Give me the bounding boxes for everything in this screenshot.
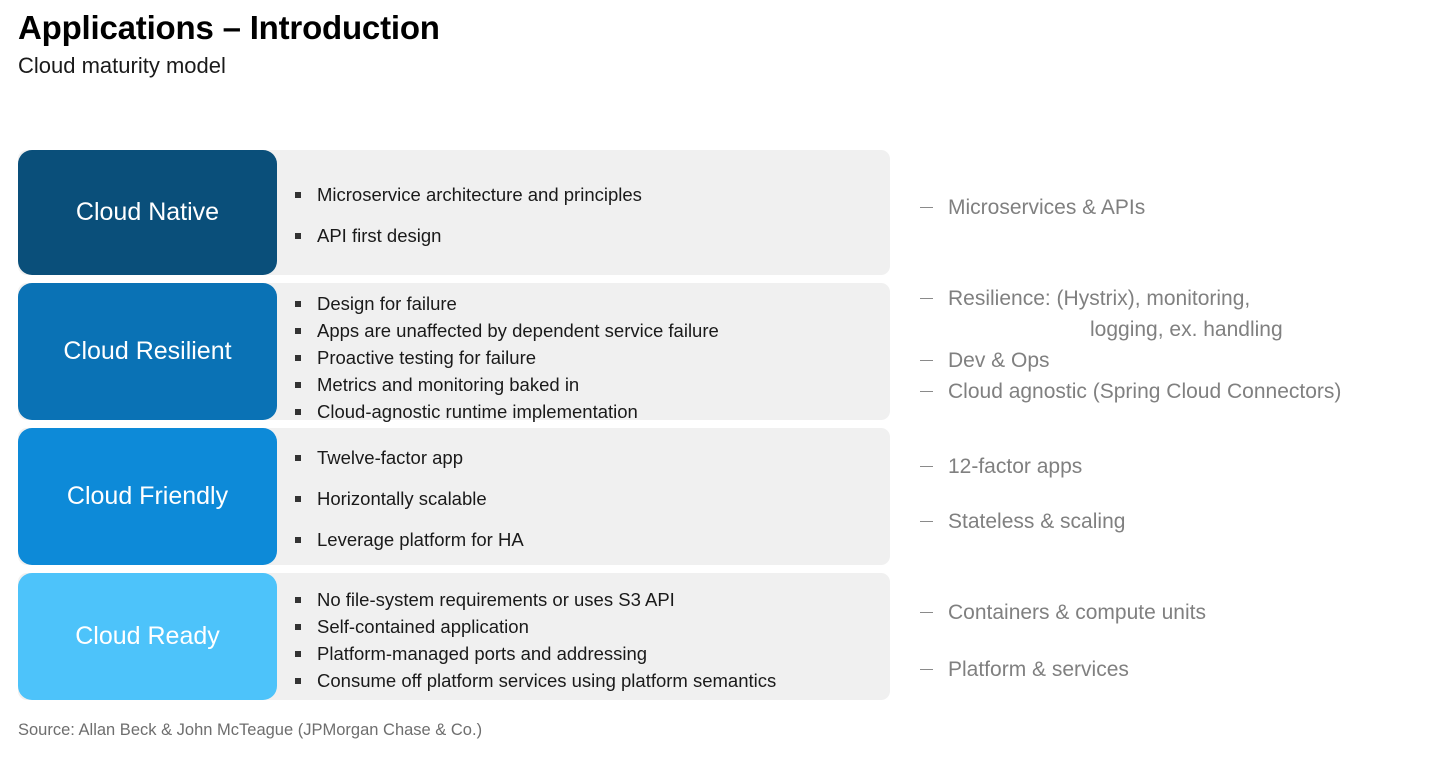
list-item: No file-system requirements or uses S3 A…: [295, 586, 776, 613]
list-item-label: Twelve-factor app: [317, 447, 464, 468]
annotation-item: Platform & services: [920, 654, 1206, 685]
square-bullet-icon: [295, 596, 301, 603]
slide-header: Applications – Introduction Cloud maturi…: [18, 9, 918, 79]
stage-label: Cloud Native: [75, 198, 220, 226]
list-item-label: Microservice architecture and principles: [317, 184, 642, 205]
stage-label: Cloud Friendly: [66, 482, 229, 510]
square-bullet-icon: [295, 354, 301, 361]
list-item: Twelve-factor app: [295, 437, 524, 478]
stage-box-cloud-native[interactable]: Cloud Native: [18, 150, 277, 275]
annotation-label: Containers & compute units: [948, 601, 1206, 624]
list-item: Horizontally scalable: [295, 478, 524, 519]
square-bullet-icon: [295, 677, 301, 684]
annotation-group: Containers & compute units Platform & se…: [920, 597, 1206, 685]
list-item: Proactive testing for failure: [295, 344, 719, 371]
annotation-item: Dev & Ops: [920, 345, 1341, 376]
annotation-label: Microservices & APIs: [948, 196, 1146, 219]
bullet-list: Design for failure Apps are unaffected b…: [295, 290, 719, 425]
dash-icon: [920, 520, 933, 523]
stage-box-cloud-ready[interactable]: Cloud Ready: [18, 573, 277, 700]
dash-icon: [920, 206, 933, 209]
list-item-label: Self-contained application: [317, 616, 529, 637]
list-item-label: Proactive testing for failure: [317, 347, 537, 368]
list-item-label: No file-system requirements or uses S3 A…: [317, 589, 675, 610]
list-item-label: Platform-managed ports and addressing: [317, 643, 648, 664]
square-bullet-icon: [295, 232, 301, 239]
dash-icon: [920, 668, 933, 671]
list-item: Self-contained application: [295, 613, 776, 640]
source-note: Source: Allan Beck & John McTeague (JPMo…: [18, 721, 483, 739]
annotation-item: Microservices & APIs: [920, 192, 1145, 223]
stage-box-cloud-friendly[interactable]: Cloud Friendly: [18, 428, 277, 565]
square-bullet-icon: [295, 454, 301, 461]
annotation-continuation: logging, ex. handling: [1090, 318, 1283, 341]
annotation-item: Containers & compute units: [920, 597, 1206, 628]
annotation-label: 12-factor apps: [948, 455, 1083, 478]
bullet-list: No file-system requirements or uses S3 A…: [295, 586, 776, 694]
list-item: Leverage platform for HA: [295, 519, 524, 560]
annotation-label: Resilience: (Hystrix), monitoring,: [948, 287, 1251, 310]
annotation-label: Platform & services: [948, 658, 1129, 681]
list-item: Design for failure: [295, 290, 719, 317]
list-item-label: API first design: [317, 225, 442, 246]
list-item-label: Apps are unaffected by dependent service…: [317, 320, 719, 341]
annotation-item: Resilience: (Hystrix), monitoring,: [920, 283, 1341, 314]
annotation-group: 12-factor apps Stateless & scaling: [920, 451, 1125, 537]
square-bullet-icon: [295, 650, 301, 657]
annotation-label: Stateless & scaling: [948, 510, 1126, 533]
annotation-item: Cloud agnostic (Spring Cloud Connectors): [920, 376, 1341, 407]
dash-icon: [920, 465, 933, 468]
list-item-label: Consume off platform services using plat…: [317, 670, 777, 691]
dash-icon: [920, 359, 933, 362]
stage-label: Cloud Ready: [75, 622, 220, 650]
page-subtitle: Cloud maturity model: [18, 52, 226, 78]
stage-label: Cloud Resilient: [63, 337, 232, 365]
dash-icon: [920, 297, 933, 300]
square-bullet-icon: [295, 536, 301, 543]
square-bullet-icon: [295, 495, 301, 502]
square-bullet-icon: [295, 408, 301, 415]
list-item: API first design: [295, 215, 642, 256]
list-item-label: Metrics and monitoring baked in: [317, 374, 580, 395]
dash-icon: [920, 611, 933, 614]
annotation-item: Stateless & scaling: [920, 506, 1125, 537]
dash-icon: [920, 390, 933, 393]
page-title: Applications – Introduction: [18, 9, 440, 46]
list-item-label: Horizontally scalable: [317, 488, 487, 509]
square-bullet-icon: [295, 191, 301, 198]
square-bullet-icon: [295, 327, 301, 334]
bullet-list: Microservice architecture and principles…: [295, 174, 642, 256]
list-item: Platform-managed ports and addressing: [295, 640, 776, 667]
annotation-label: Dev & Ops: [948, 349, 1050, 372]
square-bullet-icon: [295, 623, 301, 630]
list-item-label: Design for failure: [317, 293, 457, 314]
annotation-group: Resilience: (Hystrix), monitoring, loggi…: [920, 283, 1341, 407]
list-item: Microservice architecture and principles: [295, 174, 642, 215]
square-bullet-icon: [295, 381, 301, 388]
bullet-list: Twelve-factor app Horizontally scalable …: [295, 437, 524, 560]
annotation-group: Microservices & APIs: [920, 192, 1145, 223]
annotation-item: 12-factor apps: [920, 451, 1125, 482]
stage-box-cloud-resilient[interactable]: Cloud Resilient: [18, 283, 277, 420]
list-item: Apps are unaffected by dependent service…: [295, 317, 719, 344]
annotation-label: Cloud agnostic (Spring Cloud Connectors): [948, 380, 1342, 403]
list-item: Consume off platform services using plat…: [295, 667, 776, 694]
list-item: Cloud-agnostic runtime implementation: [295, 398, 719, 425]
list-item: Metrics and monitoring baked in: [295, 371, 719, 398]
list-item-label: Cloud-agnostic runtime implementation: [317, 401, 638, 422]
square-bullet-icon: [295, 300, 301, 307]
list-item-label: Leverage platform for HA: [317, 529, 524, 550]
